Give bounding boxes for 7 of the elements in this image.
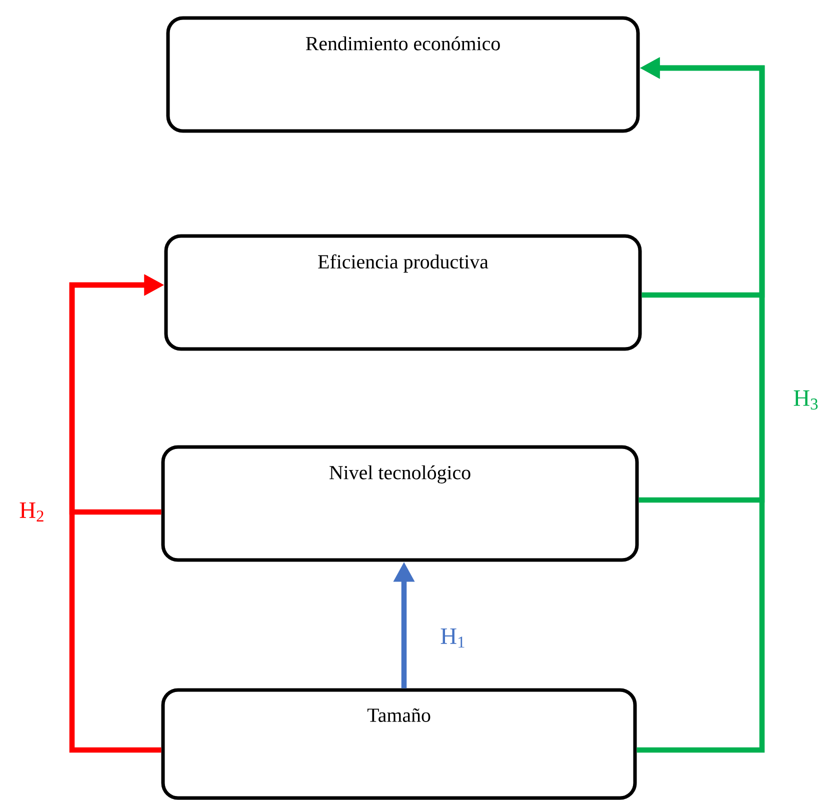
edge-label: H$_{2}$ [18,501,46,523]
process-box: Eficiencia productiva [164,234,642,351]
edge-label: H$_{1}$ [438,627,468,649]
process-box: Rendimiento económico [166,16,640,133]
process-box: Nivel tecnológico [161,445,639,562]
process-box: Tamaño [161,688,637,800]
edge-label: H$_{3}$ [792,389,820,411]
